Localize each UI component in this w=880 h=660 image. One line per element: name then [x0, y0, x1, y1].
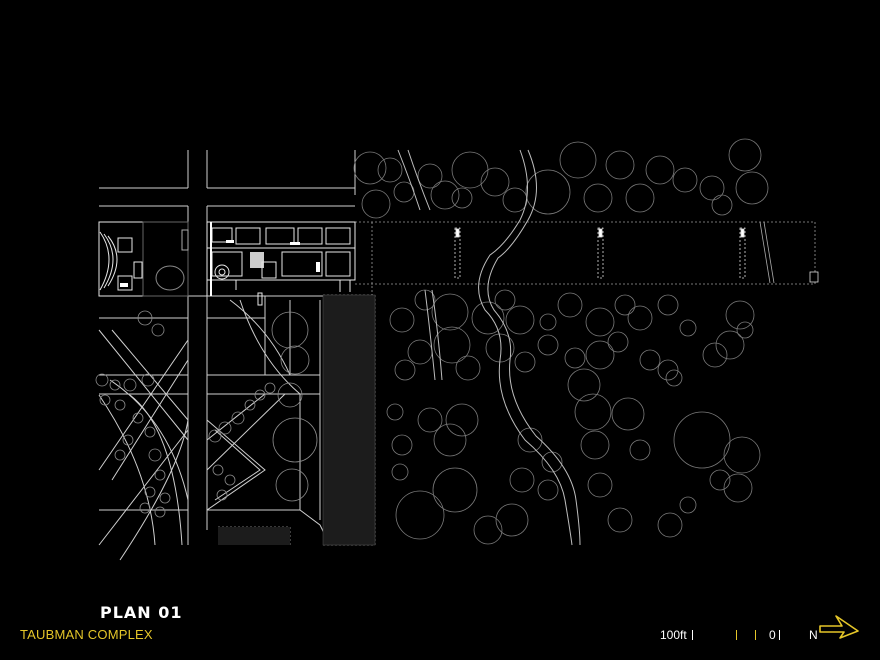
- trees-east: [353, 138, 769, 545]
- street-lines: [98, 150, 356, 561]
- scale-tick: [692, 630, 693, 640]
- south-building: [218, 527, 290, 545]
- scale-bar-label: 100ft: [660, 628, 687, 642]
- north-label: N: [809, 628, 818, 642]
- north-arrow-icon: [819, 615, 859, 639]
- scale-tick: [755, 630, 756, 640]
- stream: [397, 149, 581, 546]
- complex-floor-plan: [98, 221, 356, 306]
- parking-structure: [322, 294, 376, 546]
- floor-plan-details: [120, 222, 320, 296]
- walkway-outline: [218, 221, 816, 546]
- trees-west: [95, 310, 318, 518]
- project-name: TAUBMAN COMPLEX: [20, 627, 153, 642]
- scale-bar-zero: 0: [769, 628, 776, 642]
- plan-title: PLAN 01: [100, 603, 183, 622]
- walkway-supports: [454, 227, 819, 283]
- scale-tick: [736, 630, 737, 640]
- scale-tick: [779, 630, 780, 640]
